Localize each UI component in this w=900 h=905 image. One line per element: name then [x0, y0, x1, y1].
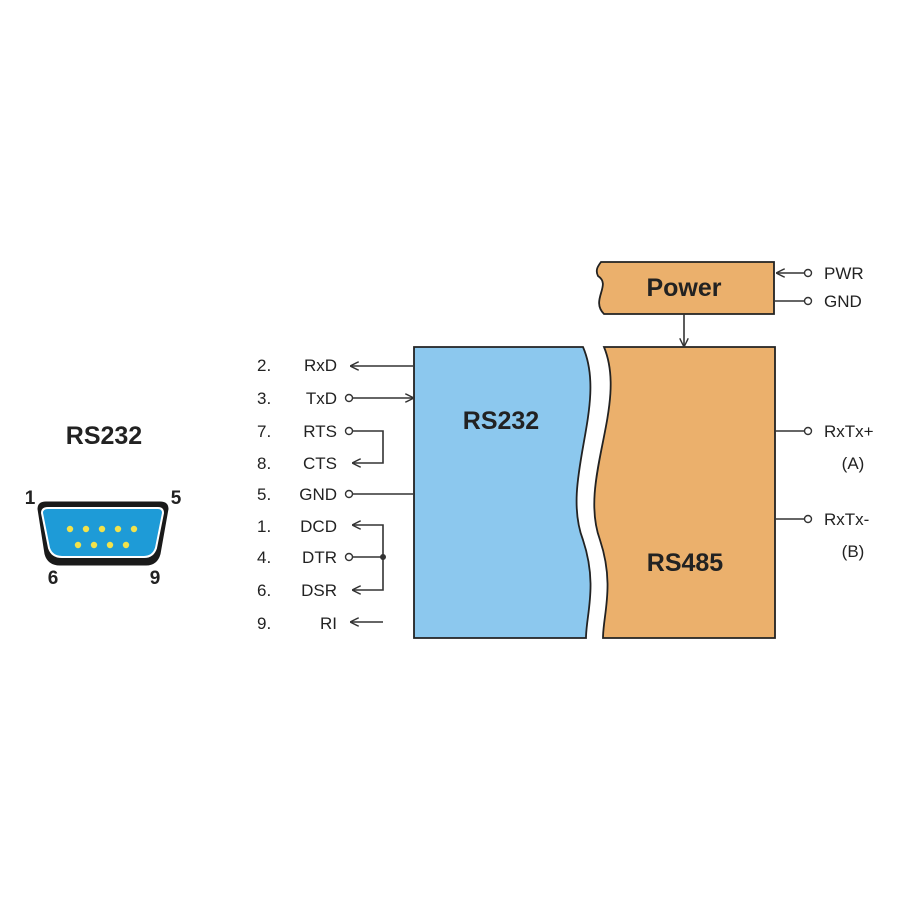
- pin-number: 6.: [257, 581, 271, 600]
- pin-name-txd: TxD: [306, 389, 337, 408]
- connector-pin: [66, 525, 74, 533]
- rs485-block-shape: [593, 346, 776, 639]
- connector-pin: [130, 525, 138, 533]
- rs232-block: RS232: [413, 346, 592, 639]
- pin-wiring: [344, 366, 414, 622]
- txd-terminal: [344, 393, 354, 403]
- dtr-terminal: [344, 552, 354, 562]
- power-block-shape: [595, 261, 775, 315]
- pin-number: 4.: [257, 548, 271, 567]
- connector-pin: [122, 541, 130, 549]
- power-inputs: PWR GND: [775, 264, 864, 311]
- rxtx-minus-sublabel: (B): [842, 542, 865, 561]
- connector-pin: [114, 525, 122, 533]
- connector-pin: [106, 541, 114, 549]
- gnd-terminal: [803, 296, 813, 306]
- rs232-block-shape: [413, 346, 592, 639]
- pin-number: 2.: [257, 356, 271, 375]
- pin-name-gnd: GND: [299, 485, 337, 504]
- rs485-block: RS485: [593, 346, 776, 639]
- pin-number: 7.: [257, 422, 271, 441]
- connector-pin: [98, 525, 106, 533]
- pin-number: 3.: [257, 389, 271, 408]
- connector-pin-label-5: 5: [171, 488, 182, 509]
- connector-pin-label-6: 6: [48, 568, 59, 589]
- pin-list: 2. RxD 3. TxD 7. RTS 8. CTS 5. GND 1. DC…: [257, 356, 337, 633]
- power-block: Power: [595, 261, 775, 315]
- power-block-label: Power: [646, 274, 721, 302]
- connector-pin-label-9: 9: [150, 568, 161, 589]
- pin-number: 5.: [257, 485, 271, 504]
- connector-title: RS232: [66, 422, 142, 450]
- rs232-block-label: RS232: [463, 407, 539, 435]
- rxtx-minus-terminal: [803, 514, 813, 524]
- pin-number: 8.: [257, 454, 271, 473]
- dtr-dsr-loopback: [353, 557, 384, 590]
- pwr-terminal: [803, 268, 813, 278]
- connector-pins: [66, 525, 138, 549]
- pin-name-cts: CTS: [303, 454, 337, 473]
- rs485-outputs: RxTx+ (A) RxTx- (B): [775, 422, 874, 561]
- rts-cts-loopback: [353, 430, 384, 463]
- pin-name-rxd: RxD: [304, 356, 337, 375]
- gnd-power-label: GND: [824, 292, 862, 311]
- gnd-terminal-rs232: [344, 489, 354, 499]
- pin-name-ri: RI: [320, 614, 337, 633]
- connector-pin: [74, 541, 82, 549]
- rts-terminal: [344, 426, 354, 436]
- rxtx-minus-label: RxTx-: [824, 510, 869, 529]
- pin-name-dtr: DTR: [302, 548, 337, 567]
- connector-face: [40, 507, 165, 558]
- rxtx-plus-label: RxTx+: [824, 422, 874, 441]
- pin-number: 9.: [257, 614, 271, 633]
- rs485-block-label: RS485: [647, 549, 724, 577]
- connector-pin: [82, 525, 90, 533]
- rxtx-plus-sublabel: (A): [842, 454, 865, 473]
- pin-name-dsr: DSR: [301, 581, 337, 600]
- dtr-dcd-loopback: [353, 525, 384, 557]
- db9-connector: RS232 1 5 6 9: [25, 422, 182, 589]
- connector-pin: [90, 541, 98, 549]
- pwr-label: PWR: [824, 264, 864, 283]
- connector-pin-label-1: 1: [25, 488, 36, 509]
- pin-number: 1.: [257, 517, 271, 536]
- pin-name-dcd: DCD: [300, 517, 337, 536]
- pin-name-rts: RTS: [303, 422, 337, 441]
- rxtx-plus-terminal: [803, 426, 813, 436]
